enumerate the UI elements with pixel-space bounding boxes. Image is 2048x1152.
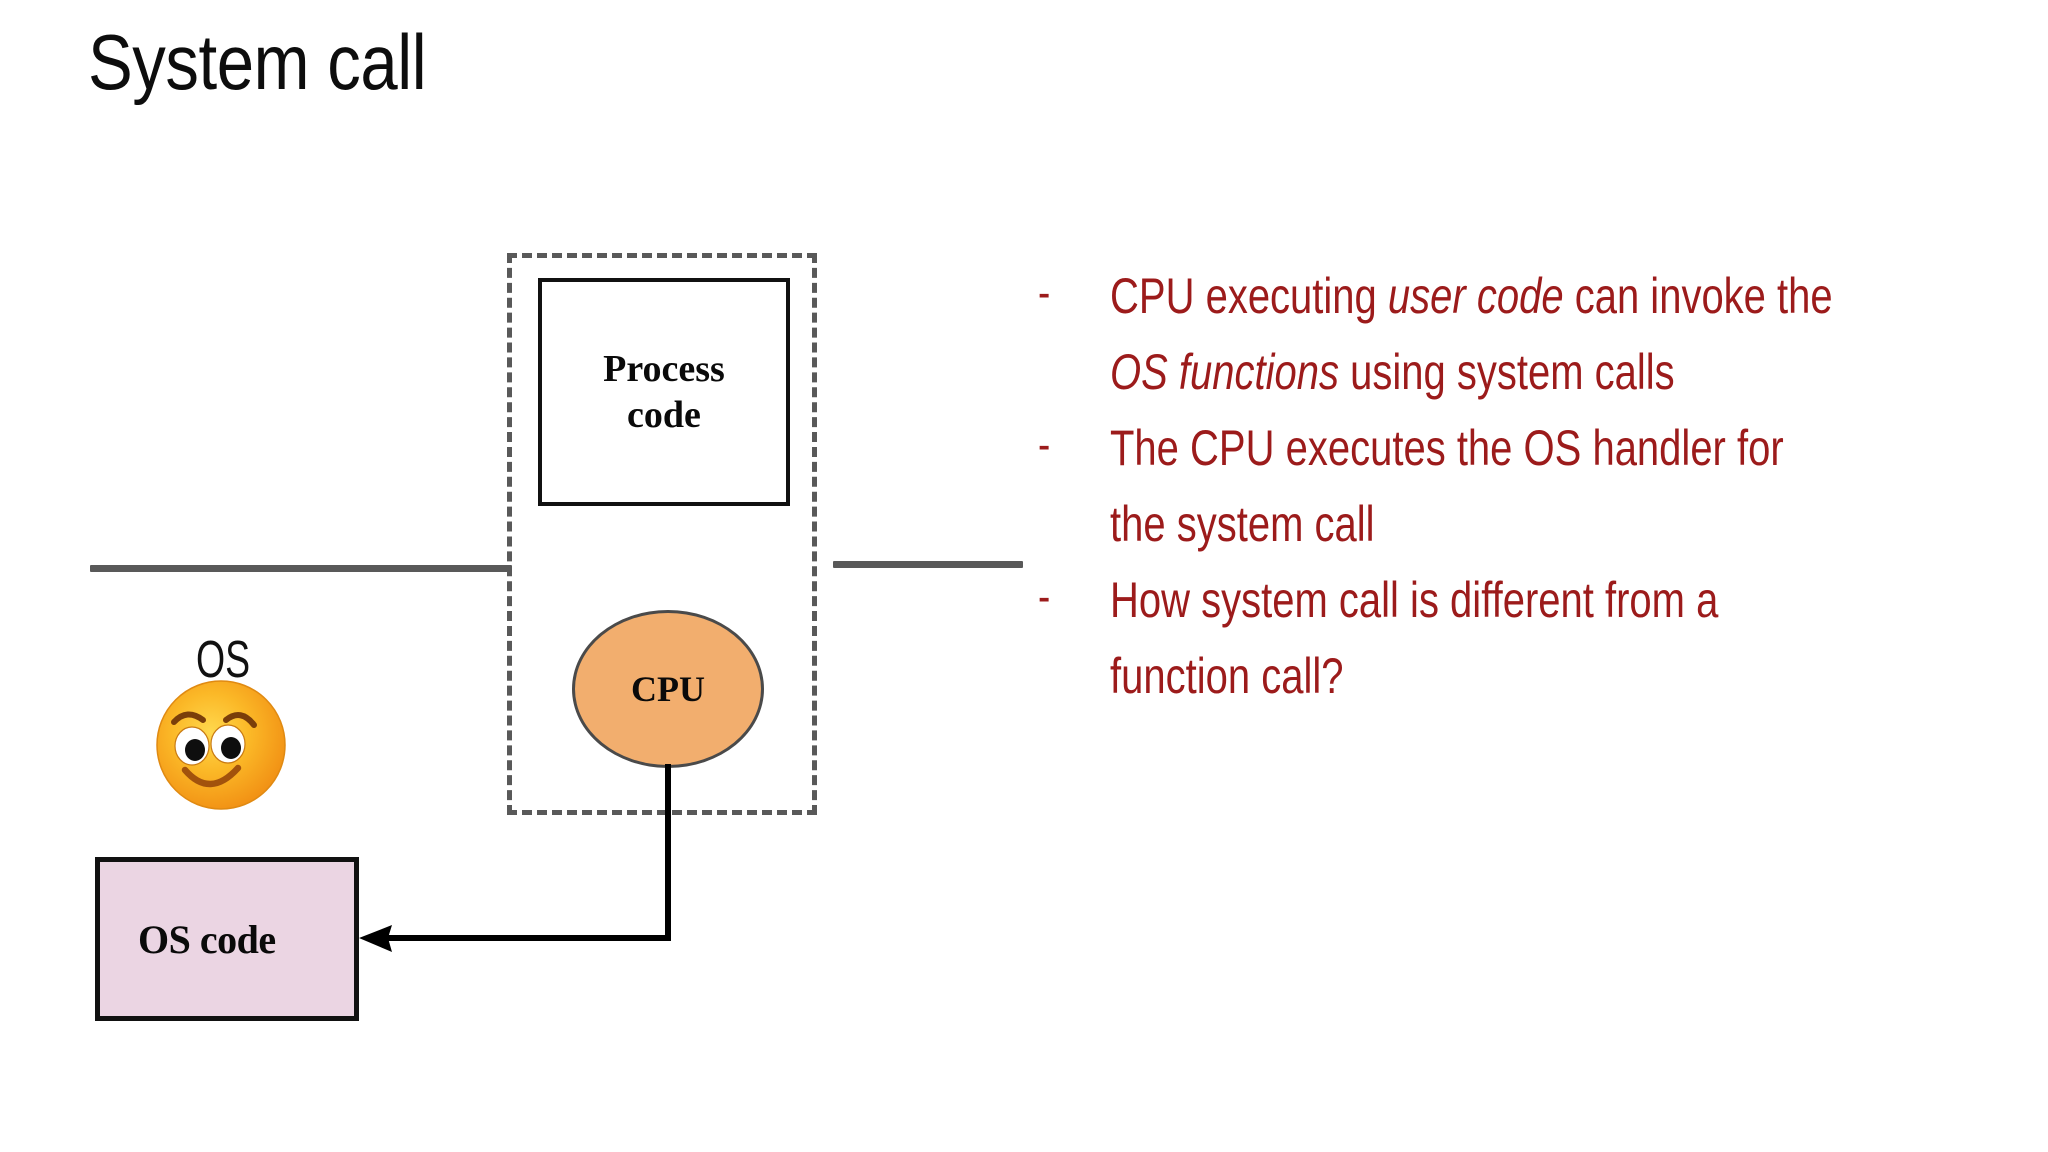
page-title: System call (88, 18, 427, 106)
process-code-box: Process code (538, 278, 790, 506)
divider-line-left (90, 565, 512, 572)
os-code-box: OS code (95, 857, 359, 1021)
os-label: OS (196, 631, 251, 689)
bullet-list: - CPU executing user code can invoke the… (1038, 258, 2028, 714)
bullet-marker: - (1038, 266, 1051, 318)
list-item: - CPU executing user code can invoke the… (1038, 258, 2028, 410)
list-item: - How system call is different from a fu… (1038, 562, 2028, 714)
cpu-node: CPU (572, 610, 764, 768)
os-code-label: OS code (138, 916, 276, 962)
bullet-marker: - (1038, 570, 1051, 622)
smiling-face-emoji (154, 678, 288, 812)
bullet-text-1: CPU executing user code can invoke the O… (1110, 268, 1833, 400)
bullet-text-3: How system call is different from a func… (1110, 572, 1719, 704)
cpu-label: CPU (631, 669, 705, 709)
bullet-text-2: The CPU executes the OS handler for the … (1110, 420, 1784, 552)
process-code-label: Process code (603, 347, 725, 436)
divider-line-right (833, 561, 1023, 568)
system-call-diagram: Process code OS (90, 253, 1023, 1021)
list-item: - The CPU executes the OS handler for th… (1038, 410, 2028, 562)
bullet-marker: - (1038, 418, 1051, 470)
